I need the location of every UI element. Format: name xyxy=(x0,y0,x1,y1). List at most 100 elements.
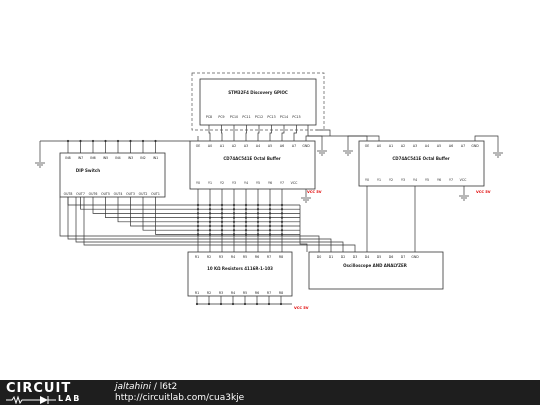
wire-stm-to-buffer1 xyxy=(208,125,211,141)
junction-dot xyxy=(104,139,107,143)
path-separator: / xyxy=(150,382,160,392)
junction-dot xyxy=(256,203,260,207)
buffer1-pin-label: A0 xyxy=(208,144,212,148)
dip-pin-label: OUT2 xyxy=(139,192,148,196)
buffer2-pin-label: Y2 xyxy=(389,178,393,182)
junction-dot xyxy=(231,302,235,306)
oscilloscope-pin-label: D3 xyxy=(353,255,357,259)
octal-buffer-2 xyxy=(358,140,485,187)
wire-buffer2-oe xyxy=(347,135,368,150)
resistor-pin-label: R2 xyxy=(207,291,211,295)
wire-dip-out xyxy=(117,197,300,223)
junction-dot xyxy=(208,208,212,211)
junction-dot xyxy=(208,203,212,207)
vcc-label-1: VCC 5V xyxy=(307,190,322,194)
junction-dot xyxy=(243,302,247,306)
junction-dot xyxy=(280,208,284,211)
wire-to-oscilloscope xyxy=(299,205,308,252)
oscilloscope-title: Oscilloscope AND ANALYZER xyxy=(343,263,407,268)
junction-dot xyxy=(256,220,260,223)
project-url[interactable]: http://circuitlab.com/cua3kje xyxy=(115,393,245,403)
resistor-pin-label: R1 xyxy=(195,255,199,259)
author-link[interactable]: jaltahini xyxy=(115,382,151,392)
dip-pin-label: IN5 xyxy=(103,156,108,160)
junction-dot xyxy=(268,212,272,215)
junction-dot xyxy=(256,233,260,236)
junction-dot xyxy=(116,139,120,143)
buffer2-pin-label: A1 xyxy=(389,144,393,148)
junction-dot xyxy=(268,233,272,236)
junction-dot xyxy=(244,229,248,232)
buffer1-pin-label: OE xyxy=(196,144,201,148)
circuitlab-logo[interactable]: CIRCUIT LAB xyxy=(6,382,96,404)
oscilloscope-pin-label: D0 xyxy=(317,255,321,259)
junction-dot xyxy=(268,224,272,228)
buffer2-pin-label: GND xyxy=(471,144,479,148)
junction-dot xyxy=(196,224,200,228)
junction-dot xyxy=(256,229,260,232)
junction-dot xyxy=(207,302,211,306)
junction-dot xyxy=(220,233,224,236)
dip-pin-label: OUT5 xyxy=(101,192,110,196)
buffer2-pin-label: A0 xyxy=(377,144,381,148)
buffer2-pin-label: A2 xyxy=(401,144,405,148)
buffer2-pin-label: Y4 xyxy=(413,178,417,182)
stm32-outline xyxy=(191,72,325,131)
junction-dot xyxy=(232,233,236,236)
wire-dip-out xyxy=(142,197,300,231)
junction-dot xyxy=(196,216,200,219)
wire-dip-out xyxy=(92,197,300,214)
oscilloscope-pin-label: D7 xyxy=(401,255,405,259)
resistor-pin-label: R2 xyxy=(207,255,211,259)
junction-dot xyxy=(232,208,236,211)
buffer1-pin-label: Y5 xyxy=(256,181,260,185)
dip-pin-label: OUT3 xyxy=(126,192,135,196)
wire-stm-side xyxy=(316,129,331,136)
stm32-pin-label: PC9 xyxy=(218,115,224,119)
dip-switch xyxy=(59,152,166,198)
wire-buffer1-gnd xyxy=(305,135,323,150)
wire-stm-to-buffer1 xyxy=(293,125,297,141)
resistor-pin-label: R8 xyxy=(279,291,283,295)
buffer2-pin-label: Y3 xyxy=(401,178,405,182)
junction-dot xyxy=(208,212,212,215)
junction-dot xyxy=(195,302,199,306)
buffer1-pin-label: A1 xyxy=(220,144,224,148)
buffer2-pin-label: A5 xyxy=(437,144,441,148)
resistor-pin-label: R3 xyxy=(219,291,223,295)
buffer2-pin-label: Y7 xyxy=(449,178,453,182)
wire-to-oscilloscope xyxy=(59,197,320,252)
project-name[interactable]: l6t2 xyxy=(159,382,178,392)
junction-dot xyxy=(66,139,70,143)
vcc-label-3: VCC 5V xyxy=(294,306,309,310)
stm32-pin-label: PC8 xyxy=(206,115,212,119)
junction-dot xyxy=(280,224,284,228)
junction-dot xyxy=(280,233,284,236)
dip-pin-label: OUT6 xyxy=(89,192,98,196)
resistor-pin-label: R6 xyxy=(255,291,259,295)
vcc-label-2: VCC 5V xyxy=(476,190,491,194)
buffer1-pin-label: Y7 xyxy=(280,181,284,185)
junction-dot xyxy=(244,203,248,207)
buffer1-pin-label: A7 xyxy=(292,144,296,148)
buffer1-pin-label: A5 xyxy=(268,144,272,148)
junction-dot xyxy=(196,229,200,232)
resistor-pin-label: R1 xyxy=(195,291,199,295)
resistor-pin-label: R7 xyxy=(267,255,271,259)
junction-dot xyxy=(268,220,272,223)
junction-dot xyxy=(208,220,212,223)
oscilloscope xyxy=(308,251,444,290)
dip-pin-label: IN1 xyxy=(153,156,158,160)
junction-dot xyxy=(154,139,157,143)
buffer2-pin-label: A7 xyxy=(461,144,465,148)
junction-dot xyxy=(208,224,212,228)
buffer2-pin-label: Y1 xyxy=(377,178,381,182)
junction-dot xyxy=(208,229,212,232)
buffer1-title: CD74AC541E Octal Buffer xyxy=(223,156,280,161)
junction-dot xyxy=(256,216,260,219)
junction-dot xyxy=(196,212,200,215)
oscilloscope-pin-label: D2 xyxy=(341,255,345,259)
stm32-pin-label: PC15 xyxy=(292,115,300,119)
